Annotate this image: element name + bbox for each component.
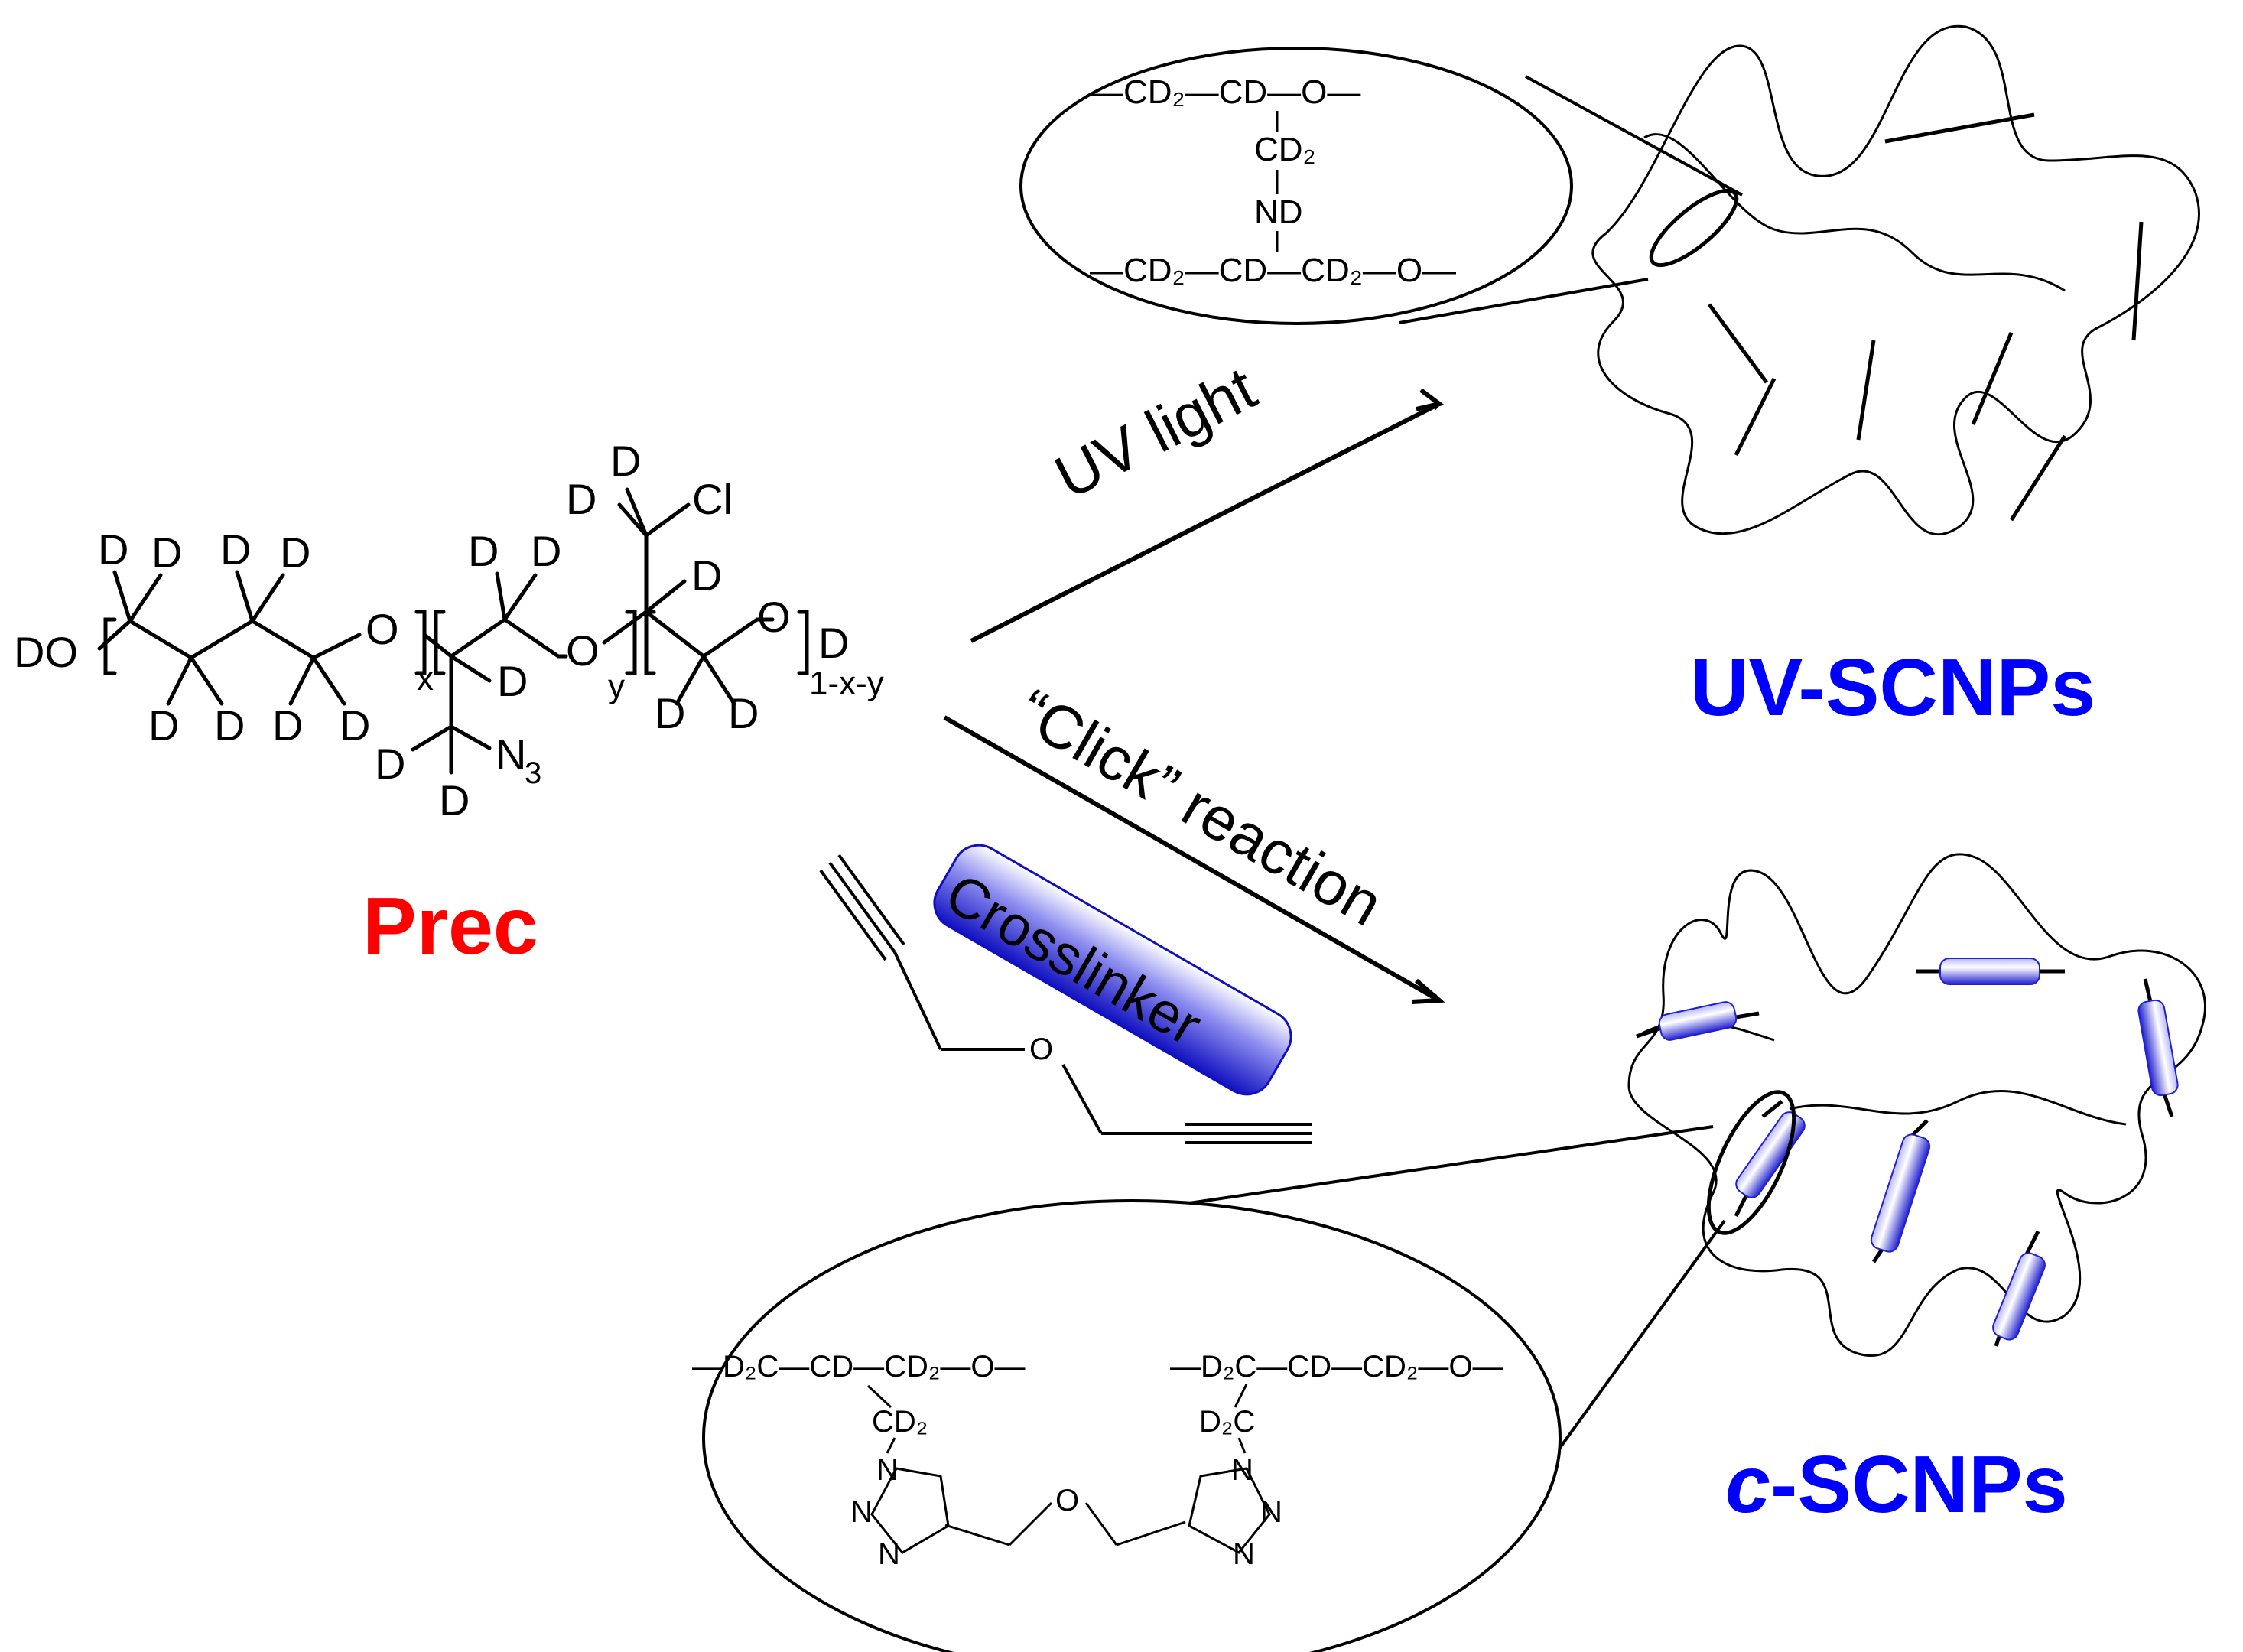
subscript-x: x [417, 660, 434, 698]
d-atom: D [566, 475, 597, 523]
c-inset-o: O [1055, 1484, 1079, 1517]
crosslinker-o-atom: O [1029, 1032, 1053, 1066]
uv-inset-structure: —CD₂—CD—O— CD₂ ND —CD₂—CD—CD₂—O— [1090, 73, 1456, 289]
d-atom: D [610, 437, 641, 485]
d-atom: D [272, 701, 303, 750]
d-atom: D [655, 689, 685, 737]
c-inset-left-branch: CD₂ [872, 1405, 928, 1439]
d-atom: D [148, 701, 179, 750]
uv-crosslinks [1707, 112, 2144, 522]
d-atom: D [531, 527, 561, 575]
c-inset-right-row: —D₂C—CD—CD₂—O— [1170, 1350, 1503, 1384]
d-atom: D [728, 689, 759, 737]
c-scnps-label: c-SCNPs [1725, 1444, 2068, 1525]
d-atom: D [98, 525, 128, 574]
uv-inset-nd: ND [1254, 193, 1303, 231]
d-atom: D [375, 740, 405, 788]
uv-reaction-arrow [970, 402, 1439, 643]
c-scnps-suffix: -SCNPs [1770, 1439, 2068, 1530]
c-inset-n2: N [850, 1495, 873, 1529]
o-atom: O [566, 626, 600, 675]
d-atom: D [468, 527, 499, 575]
d-atom: D [439, 776, 470, 824]
c-inset-bonds [866, 1384, 1271, 1554]
chlorine-label: Cl [692, 475, 733, 523]
uv-zoom-line [1399, 278, 1649, 324]
c-zoom-circle [1706, 1090, 1796, 1235]
c-inset-n3: N [878, 1537, 900, 1571]
uv-zoom-line [1525, 75, 1743, 197]
c-inset-ellipse [702, 1199, 1562, 1652]
d-atom: D [497, 657, 528, 705]
click-reaction-arrow [943, 715, 1439, 1003]
d-atom: D [691, 551, 722, 600]
precursor-structure [97, 487, 809, 775]
uv-inset-row2: —CD₂—CD—CD₂—O— [1090, 252, 1456, 289]
d-atom: D [220, 525, 251, 574]
precursor-label-text: Prec [362, 881, 538, 971]
subscript-rest: 1-x-y [809, 665, 884, 702]
uv-inset-ellipse [1019, 47, 1573, 325]
uv-scnps-label-text: UV-SCNPs [1690, 642, 2096, 733]
uv-scnps-label: UV-SCNPs [1690, 647, 2095, 728]
c-inset-left-row: —D₂C—CD—CD₂—O— [692, 1350, 1026, 1384]
click-arrowhead [1411, 978, 1445, 1004]
azide-subscript: 3 [525, 756, 541, 790]
o-atom: O [757, 593, 791, 641]
uv-zoom-circle [1649, 188, 1739, 268]
c-scnps-prefix: c [1725, 1439, 1770, 1530]
end-group-label: DO [14, 628, 78, 676]
uv-inset-cd2: CD₂ [1254, 131, 1316, 168]
d-atom: D [151, 528, 182, 577]
azide-label: N [496, 730, 526, 779]
d-atom: D [280, 528, 310, 577]
o-atom: O [366, 605, 399, 653]
crosslinker-badge [933, 844, 1292, 1096]
c-inset-right-branch: D₂C [1199, 1405, 1255, 1439]
uv-arrowhead [1416, 388, 1445, 411]
d-atom: D [818, 619, 849, 667]
d-atom: D [214, 701, 245, 750]
precursor-atoms: DO D D D D D D D D O x D D D D D N 3 O y… [14, 437, 884, 824]
c-crosslinker-pills [1658, 958, 2179, 1341]
subscript-y: y [608, 668, 625, 705]
c-scnp-particle [1627, 853, 2206, 1357]
c-inset-n6: N [1233, 1537, 1255, 1571]
crosslinker-structure [819, 854, 1312, 1144]
d-atom: D [340, 701, 370, 750]
uv-inset-row1: —CD₂—CD—O— [1090, 73, 1360, 111]
c-inset-structure: —D₂C—CD—CD₂—O— CD₂ —D₂C—CD—CD₂—O— D₂C N … [692, 1350, 1503, 1571]
uv-scnp-particle [1591, 24, 2200, 535]
precursor-label: Prec [362, 886, 538, 967]
